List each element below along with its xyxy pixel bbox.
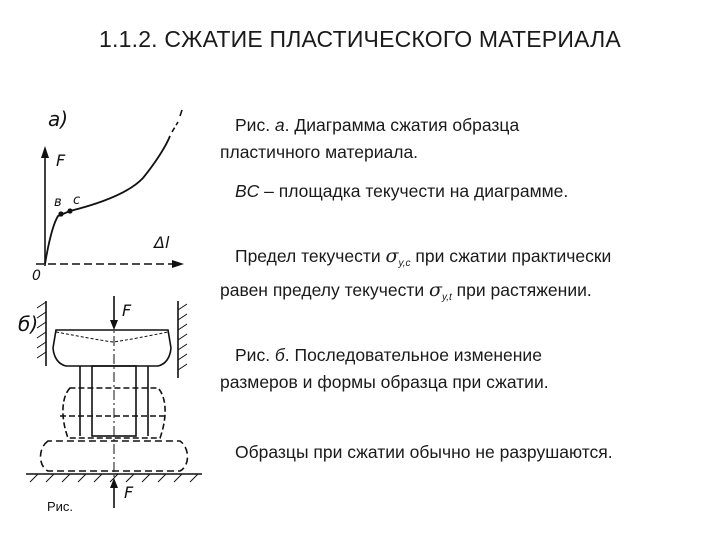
compression-curve (44, 135, 171, 265)
point-c (67, 208, 73, 214)
p3-part1: Предел текучести (235, 246, 386, 266)
sigma-yc-sub: y,c (398, 258, 411, 269)
point-b (58, 211, 64, 217)
p3-part2: при сжатии практически (410, 246, 612, 266)
figure-caption: Рис. (47, 499, 74, 514)
flattened-specimen (39, 440, 189, 472)
label-c-point: с (73, 193, 80, 208)
p4-line2: размеров и формы образца при сжатии. (220, 372, 549, 392)
p1-lead: Рис. (235, 115, 275, 135)
f-axis-arrow (41, 146, 49, 158)
dl-axis-arrow (172, 260, 184, 268)
paragraph-yield: Предел текучести σy,c при сжатии практич… (220, 243, 710, 311)
pressed-specimen (52, 329, 172, 367)
p1-rest: . Диаграмма сжатия образца (284, 115, 520, 135)
label-b: б) (18, 312, 38, 336)
curve-continuation (171, 121, 179, 133)
label-b-point: в (54, 195, 62, 210)
p4-lead: Рис. (235, 345, 275, 365)
label-f-top: F (56, 151, 66, 170)
paragraph-fig-a: Рис. а. Диаграмма сжатия образца пластич… (220, 112, 700, 166)
paragraph-bc: BC – площадка текучести на диаграмме. (235, 178, 705, 205)
sigma-yt: σ (428, 279, 442, 301)
p4-rest: . Последовательное изменение (284, 345, 542, 365)
paragraph-fig-b: Рис. б. Последовательное изменение разме… (220, 342, 710, 396)
p1-line2: пластичного материала. (220, 142, 419, 162)
label-a: а) (48, 107, 68, 131)
p3-part3: равен пределу текучести (220, 280, 429, 300)
right-plate-hatch (177, 303, 188, 371)
pressed-surface (55, 331, 169, 343)
sigma-yt-sub: y,t (441, 292, 452, 303)
label-delta-l: Δl (152, 233, 170, 252)
p2-bc: BC (235, 181, 260, 201)
p3-part4: при растяжении. (451, 280, 592, 300)
intermediate-specimen (62, 387, 166, 439)
slide-title: 1.1.2. СЖАТИЕ ПЛАСТИЧЕСКОГО МАТЕРИАЛА (99, 26, 621, 52)
initial-specimen (91, 365, 137, 437)
paragraph-no-fracture: Образцы при сжатии обычно не разрушаются… (235, 442, 613, 462)
label-f-press: F (122, 301, 132, 320)
sigma-yc: σ (385, 245, 399, 267)
left-plate-hatch (36, 301, 47, 359)
p1-letter: а (274, 115, 285, 135)
compression-figure: а) F в с Δl 0 б) F F (18, 107, 202, 508)
label-zero: 0 (32, 268, 41, 284)
p2-rest: – площадка текучести на диаграмме. (259, 181, 569, 201)
p4-letter: б (274, 345, 285, 365)
label-f-bottom: F (124, 483, 134, 502)
